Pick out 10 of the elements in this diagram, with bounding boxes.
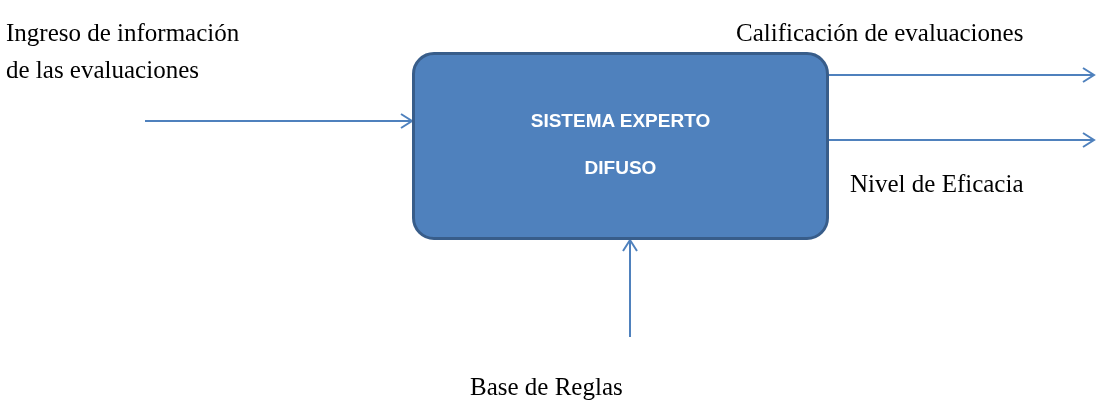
- arrow: [622, 239, 638, 338]
- flow-label: Calificación de evaluaciones: [736, 18, 1025, 48]
- arrow: [828, 67, 1095, 83]
- flow-label: Base de Reglas: [470, 372, 624, 402]
- box-title: SISTEMA EXPERTO DIFUSO: [529, 109, 712, 180]
- arrow: [144, 113, 413, 129]
- flow-label: Nivel de Eficacia: [850, 169, 1025, 199]
- arrow: [828, 132, 1095, 148]
- process-box: [412, 52, 829, 240]
- flow-label: Ingreso de información de las evaluaciones: [6, 18, 241, 85]
